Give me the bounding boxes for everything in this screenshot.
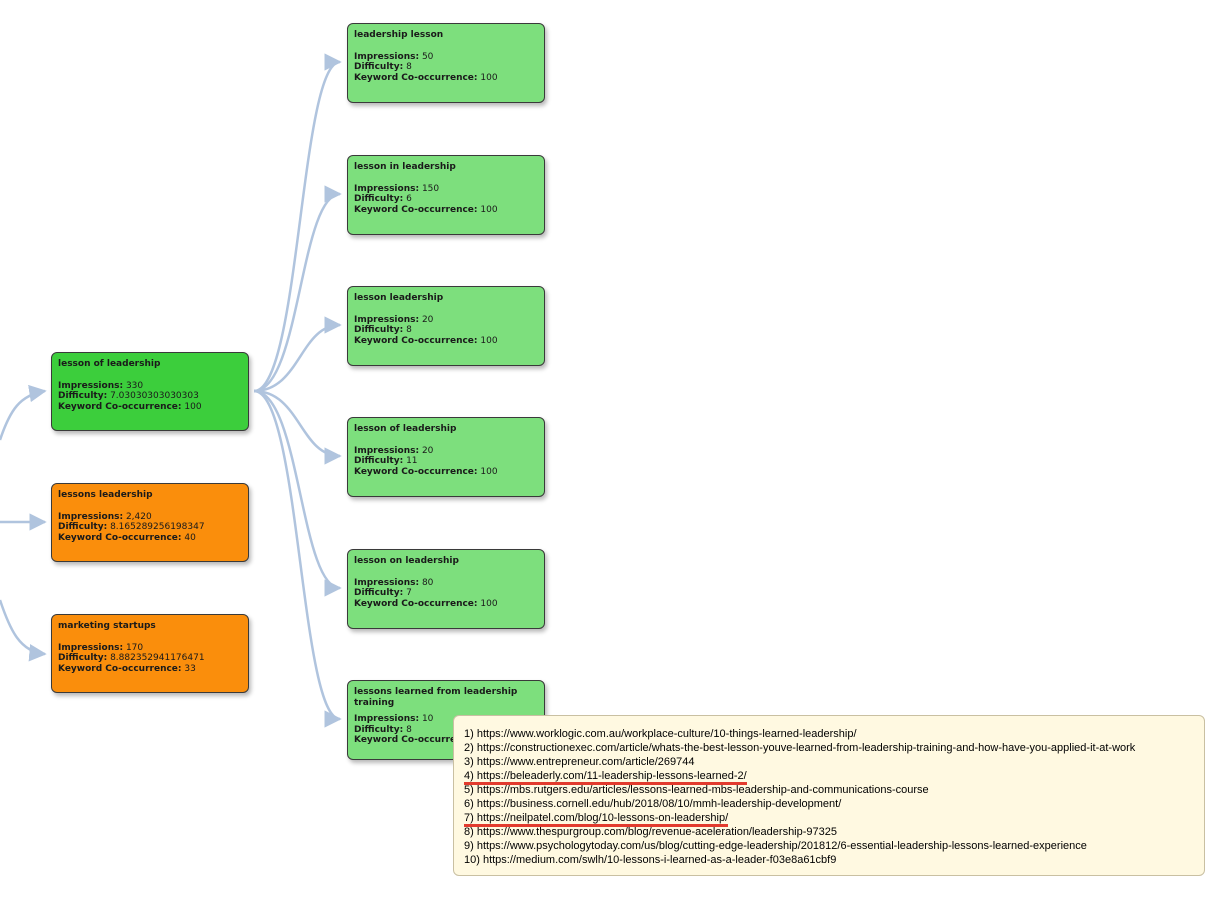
url-line-6: 6) https://business.cornell.edu/hub/2018… bbox=[464, 798, 842, 810]
impressions-label: Impressions: bbox=[58, 380, 124, 391]
node-title: leadership lesson bbox=[354, 30, 444, 40]
edge-root-child-2 bbox=[253, 185, 342, 393]
node-lesson-of-leadership-child[interactable]: lesson of leadership Impressions: 20 Dif… bbox=[347, 417, 545, 497]
impressions-value: 2,420 bbox=[125, 511, 152, 522]
difficulty-value: 8 bbox=[406, 724, 412, 735]
url-line-2: 2) https://constructionexec.com/article/… bbox=[464, 742, 1136, 754]
node-title: lessons learned from leadership training bbox=[354, 687, 518, 708]
url-line-8: 8) https://www.thespurgroup.com/blog/rev… bbox=[464, 826, 837, 838]
difficulty-label: Difficulty: bbox=[354, 724, 404, 735]
node-title: lesson of leadership bbox=[58, 359, 161, 369]
difficulty-label: Difficulty: bbox=[354, 588, 404, 598]
edge-root-child-3 bbox=[253, 316, 342, 393]
node-title: lesson on leadership bbox=[354, 556, 459, 566]
url-line-5: 5) https://mbs.rutgers.edu/articles/less… bbox=[464, 784, 929, 796]
impressions-label: Impressions: bbox=[354, 445, 420, 456]
difficulty-label: Difficulty: bbox=[58, 391, 108, 401]
cooccurrence-label: Keyword Co-occurrence: bbox=[354, 335, 478, 346]
impressions-label: Impressions: bbox=[354, 714, 420, 724]
cooccurrence-label: Keyword Co-occurrence: bbox=[58, 532, 182, 543]
difficulty-label: Difficulty: bbox=[58, 522, 108, 532]
cooccurrence-value: 40 bbox=[184, 532, 196, 543]
url-line-7: 7) https://neilpatel.com/blog/10-lessons… bbox=[464, 811, 1194, 827]
impressions-label: Impressions: bbox=[354, 314, 420, 325]
impressions-label: Impressions: bbox=[58, 642, 124, 653]
node-lesson-on-leadership[interactable]: lesson on leadership Impressions: 80 Dif… bbox=[347, 549, 545, 629]
impressions-label: Impressions: bbox=[354, 577, 420, 588]
difficulty-value: 8.165289256198347 bbox=[110, 522, 205, 532]
cooccurrence-label: Keyword Co-occurrence: bbox=[354, 598, 478, 609]
impressions-value: 80 bbox=[421, 577, 434, 588]
node-title: lessons leadership bbox=[58, 490, 153, 500]
node-leadership-lesson[interactable]: leadership lesson Impressions: 50 Diffic… bbox=[347, 23, 545, 103]
node-lesson-leadership[interactable]: lesson leadership Impressions: 20 Diffic… bbox=[347, 286, 545, 366]
cooccurrence-value: 100 bbox=[480, 466, 498, 477]
node-title: lesson leadership bbox=[354, 293, 444, 303]
edge-root-child-1 bbox=[253, 53, 342, 393]
impressions-value: 170 bbox=[125, 642, 144, 653]
difficulty-label: Difficulty: bbox=[354, 62, 404, 72]
edge-root-child-6 bbox=[253, 389, 342, 728]
edge-incoming-root bbox=[0, 384, 47, 441]
impressions-value: 10 bbox=[421, 714, 434, 724]
difficulty-label: Difficulty: bbox=[354, 194, 404, 204]
node-lesson-of-leadership-root[interactable]: lesson of leadership Impressions: 330 Di… bbox=[51, 352, 249, 431]
edge-incoming-marketing-startups bbox=[0, 599, 47, 662]
node-lesson-in-leadership[interactable]: lesson in leadership Impressions: 150 Di… bbox=[347, 155, 545, 235]
cooccurrence-label: Keyword Co-occurrence: bbox=[354, 466, 478, 477]
cooccurrence-label: Keyword Co-occurrence: bbox=[354, 204, 478, 215]
impressions-value: 330 bbox=[125, 380, 144, 391]
node-title: lesson in leadership bbox=[354, 162, 456, 172]
cooccurrence-label: Keyword Co-occurrence: bbox=[354, 72, 478, 83]
cooccurrence-value: 100 bbox=[480, 204, 498, 215]
url-line-7-highlighted: 7) https://neilpatel.com/blog/10-lessons… bbox=[464, 812, 729, 827]
difficulty-value: 7.03030303030303 bbox=[110, 391, 199, 401]
cooccurrence-value: 100 bbox=[480, 335, 498, 346]
difficulty-value: 6 bbox=[406, 194, 412, 204]
impressions-value: 20 bbox=[421, 314, 434, 325]
cooccurrence-value: 33 bbox=[184, 663, 196, 674]
impressions-label: Impressions: bbox=[354, 51, 420, 62]
difficulty-value: 8 bbox=[406, 325, 412, 335]
url-line-9: 9) https://www.psychologytoday.com/us/bl… bbox=[464, 840, 1087, 852]
url-line-4: 4) https://beleaderly.com/11-leadership-… bbox=[464, 769, 1194, 785]
difficulty-value: 8.882352941176471 bbox=[110, 653, 205, 663]
difficulty-value: 8 bbox=[406, 62, 412, 72]
node-title: lesson of leadership bbox=[354, 424, 457, 434]
cooccurrence-value: 100 bbox=[184, 401, 202, 412]
impressions-value: 50 bbox=[421, 51, 434, 62]
impressions-label: Impressions: bbox=[58, 511, 124, 522]
impressions-label: Impressions: bbox=[354, 183, 420, 194]
cooccurrence-value: 100 bbox=[480, 72, 498, 83]
node-marketing-startups[interactable]: marketing startups Impressions: 170 Diff… bbox=[51, 614, 249, 693]
url-line-1: 1) https://www.worklogic.com.au/workplac… bbox=[464, 728, 857, 740]
node-lessons-leadership[interactable]: lessons leadership Impressions: 2,420 Di… bbox=[51, 483, 249, 562]
cooccurrence-label: Keyword Co-occurrence: bbox=[354, 735, 478, 745]
cooccurrence-label: Keyword Co-occurrence: bbox=[58, 401, 182, 412]
url-line-10: 10) https://medium.com/swlh/10-lessons-i… bbox=[464, 854, 837, 866]
node-title: marketing startups bbox=[58, 621, 156, 631]
difficulty-label: Difficulty: bbox=[354, 325, 404, 335]
difficulty-value: 11 bbox=[406, 456, 418, 466]
impressions-value: 150 bbox=[421, 183, 440, 194]
difficulty-label: Difficulty: bbox=[354, 456, 404, 466]
edge-root-child-4 bbox=[253, 389, 342, 465]
difficulty-value: 7 bbox=[406, 588, 412, 598]
serp-urls-tooltip: 1) https://www.worklogic.com.au/workplac… bbox=[453, 715, 1205, 876]
cooccurrence-value: 100 bbox=[480, 598, 498, 609]
url-line-3: 3) https://www.entrepreneur.com/article/… bbox=[464, 756, 695, 768]
edge-root-child-5 bbox=[253, 389, 342, 597]
cooccurrence-label: Keyword Co-occurrence: bbox=[58, 663, 182, 674]
impressions-value: 20 bbox=[421, 445, 434, 456]
url-line-4-highlighted: 4) https://beleaderly.com/11-leadership-… bbox=[464, 770, 747, 785]
difficulty-label: Difficulty: bbox=[58, 653, 108, 663]
